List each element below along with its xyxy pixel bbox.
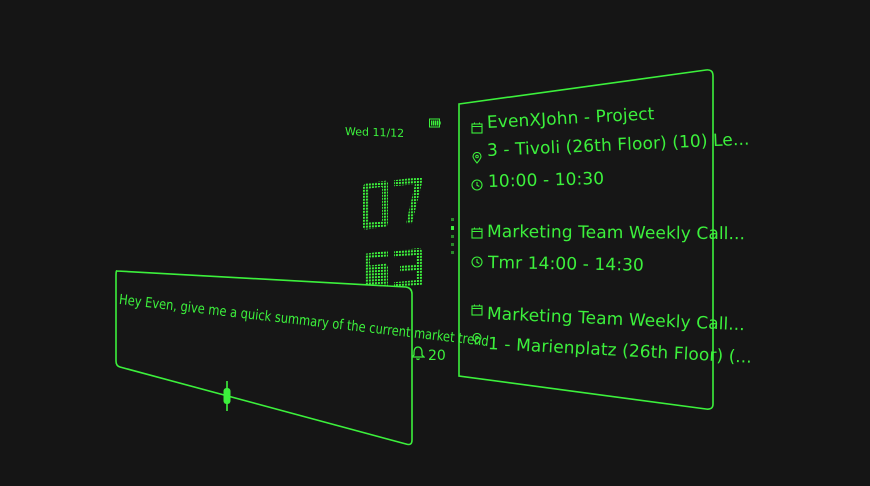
- location-pin-icon: [472, 152, 482, 164]
- calendar-icon: [471, 304, 483, 316]
- page-dot[interactable]: [451, 226, 454, 230]
- page-dot[interactable]: [451, 243, 454, 246]
- page-indicator[interactable]: [451, 218, 455, 259]
- mic-icon[interactable]: [222, 381, 232, 411]
- clock-icon: [471, 179, 483, 191]
- notification-count: 20: [428, 348, 446, 364]
- page-dot[interactable]: [451, 235, 454, 238]
- page-dot[interactable]: [451, 251, 454, 254]
- clock-icon: [471, 256, 483, 268]
- location-pin-icon: [472, 333, 482, 345]
- page-dot[interactable]: [451, 218, 454, 221]
- clock-display: [363, 178, 422, 290]
- calendar-icon: [471, 122, 483, 134]
- bell-icon: [411, 346, 425, 361]
- battery-icon: [429, 118, 441, 128]
- calendar-icon: [471, 227, 483, 239]
